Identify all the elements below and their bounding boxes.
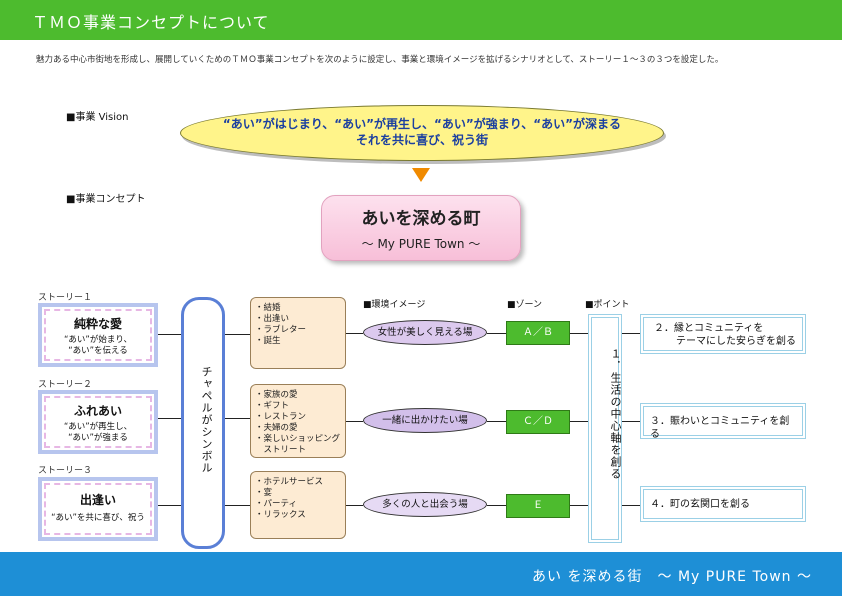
vision-label: ■事業 Vision (66, 112, 129, 123)
connector-line (154, 334, 184, 336)
story-subtitle: “あい”が強まる (68, 433, 128, 443)
keyword-item: ・ホテルサービス (255, 477, 324, 487)
zone-box: Ｅ (506, 494, 570, 518)
zone-column-label: ■ゾーン (507, 300, 543, 310)
vision-line-2: それを共に喜び、祝う街 (355, 133, 488, 147)
point-main-box: １．生活の中心軸を創る (588, 314, 622, 543)
point-text: ２．縁とコミュニティを (654, 323, 764, 334)
point-main-text: １．生活の中心軸を創る (609, 348, 622, 480)
concept-title: あいを深める町 (361, 209, 481, 229)
story-subtitle: “あい”を伝える (68, 346, 128, 356)
story-title: ふれあい (73, 404, 122, 418)
concept-label: ■事業コンセプト (66, 194, 146, 205)
point-box: ４．町の玄関口を創る (640, 486, 806, 522)
point-box: ３．賑わいとコミュニティを創る (640, 403, 806, 440)
keyword-item: ・夫婦の愛 (255, 423, 298, 433)
keyword-item: ・家族の愛 (255, 390, 298, 400)
page-title: ＴＭＯ事業コンセプトについて (32, 13, 270, 32)
connector-line (346, 505, 363, 507)
env-text: 一緒に出かけたい場 (382, 415, 468, 426)
connector-line (219, 334, 250, 336)
chapel-symbol-box: チャペルがシンボル (181, 297, 225, 549)
story-box: 出逢い “あい”を共に喜び、祝う (38, 477, 158, 541)
env-ellipse: 女性が美しく見える場 (363, 320, 487, 345)
env-text: 多くの人と出会う場 (382, 499, 468, 510)
connector-line (346, 421, 363, 423)
point-text: テーマにした安らぎを創る (676, 336, 796, 347)
connector-line (487, 333, 506, 335)
connector-line (346, 333, 363, 335)
down-arrow-icon (412, 168, 430, 182)
keyword-item: ・結婚 (255, 303, 281, 313)
connector-line (219, 505, 250, 507)
concept-box: あいを深める町 ～ My PURE Town ～ (321, 195, 521, 261)
story-subtitle: “あい”が始まり、 (64, 335, 132, 345)
connector-line (568, 505, 588, 507)
env-ellipse: 一緒に出かけたい場 (363, 408, 487, 433)
story-label: ストーリー１ (38, 293, 93, 303)
connector-line (154, 505, 184, 507)
connector-line (487, 505, 506, 507)
keyword-item: ・ギフト (255, 401, 290, 411)
keyword-item: ・宴 (255, 488, 273, 498)
keyword-item: ストリート (255, 445, 307, 455)
keyword-item: ・レストラン (255, 412, 307, 422)
intro-text: 魅力ある中心市街地を形成し、展開していくためのＴＭＯ事業コンセプトを次のように設… (36, 55, 724, 65)
story-label: ストーリー２ (38, 380, 93, 390)
point-box: ２．縁とコミュニティを テーマにした安らぎを創る (640, 314, 806, 354)
point-text: ３．賑わいとコミュニティを創る (650, 416, 790, 440)
keyword-box: ・ホテルサービス ・宴 ・パーティ ・リラックス (250, 471, 346, 539)
connector-line (568, 333, 588, 335)
footer-bar (0, 552, 842, 596)
header-bar (0, 0, 842, 40)
vision-line-1: “あい”がはじまり、“あい”が再生し、“あい”が強まり、“あい”が深まる (222, 117, 622, 131)
keyword-item: ・楽しいショッピング (255, 434, 341, 444)
env-column-label: ■環境イメージ (363, 300, 426, 310)
story-title: 出逢い (79, 493, 116, 507)
chapel-text: チャペルがシンボル (200, 366, 213, 474)
story-label: ストーリー３ (38, 466, 93, 476)
keyword-item: ・出逢い (255, 314, 290, 324)
footer-text: あい を深める街 ～ My PURE Town ～ (532, 569, 812, 585)
connector-line (622, 333, 640, 335)
concept-subtitle: ～ My PURE Town ～ (361, 237, 481, 251)
keyword-item: ・誕生 (255, 336, 281, 346)
story-title: 純粋な愛 (73, 317, 122, 331)
connector-line (154, 418, 184, 420)
story-box: ふれあい “あい”が再生し、 “あい”が強まる (38, 390, 158, 454)
connector-line (219, 418, 250, 420)
connector-line (487, 421, 506, 423)
story-subtitle: “あい”が再生し、 (63, 422, 133, 432)
zone-box: Ｃ／Ｄ (506, 410, 570, 434)
keyword-box: ・家族の愛 ・ギフト ・レストラン ・夫婦の愛 ・楽しいショッピング ストリート (250, 384, 346, 458)
keyword-item: ・ラブレター (255, 325, 307, 335)
keyword-item: ・パーティ (255, 499, 297, 509)
vision-ellipse: “あい”がはじまり、“あい”が再生し、“あい”が強まり、“あい”が深まる それを… (180, 105, 664, 161)
keyword-item: ・リラックス (255, 510, 306, 520)
story-box: 純粋な愛 “あい”が始まり、 “あい”を伝える (38, 303, 158, 367)
env-text: 女性が美しく見える場 (377, 327, 473, 338)
zone-box: Ａ／Ｂ (506, 321, 570, 345)
connector-line (622, 505, 640, 507)
point-column-label: ■ポイント (585, 300, 630, 310)
connector-line (622, 421, 640, 423)
env-ellipse: 多くの人と出会う場 (363, 492, 487, 517)
point-text: ４．町の玄関口を創る (650, 499, 750, 510)
connector-line (568, 421, 588, 423)
story-subtitle: “あい”を共に喜び、祝う (51, 513, 145, 523)
keyword-box: ・結婚 ・出逢い ・ラブレター ・誕生 (250, 297, 346, 369)
